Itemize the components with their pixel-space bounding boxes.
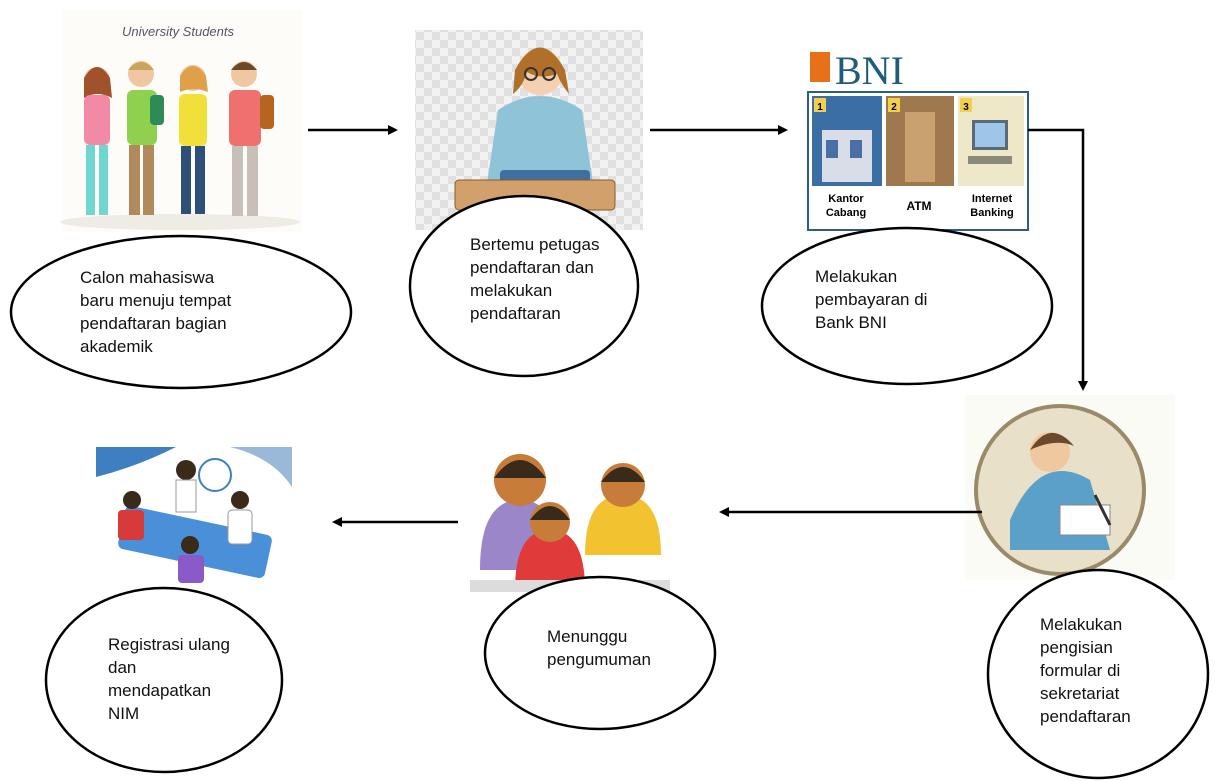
step1-line: akademik — [80, 337, 153, 356]
bank-panel-3-number: 3 — [963, 102, 969, 113]
step3-line: Bank BNI — [815, 313, 887, 332]
step1-node: Calon mahasiswa baru menuju tempat penda… — [9, 234, 353, 390]
step6-line: Registrasi ulang — [108, 635, 230, 654]
reregistration-illustration — [96, 447, 292, 587]
svg-text:Registrasi ulang dan: Registrasi ulang dan mendapatkan NIM — [108, 635, 235, 723]
students-illustration: University Students — [60, 10, 302, 232]
form-filling-illustration — [965, 395, 1175, 580]
step5-line: pengumuman — [547, 650, 651, 669]
step4-line: formular di — [1040, 661, 1120, 680]
student-figure — [84, 67, 112, 215]
svg-text:Melakukan pembayaran di: Melakukan pembayaran di Bank BNI — [815, 267, 932, 332]
students-caption: University Students — [122, 24, 234, 39]
step2-line: Bertemu petugas — [470, 235, 599, 254]
step4-line: pendaftaran — [1040, 707, 1131, 726]
step1-line: Calon mahasiswa — [80, 268, 215, 287]
step4-node: Melakukan pengisian formular di sekretar… — [986, 568, 1210, 780]
bank-panel-3-label-line2: Banking — [970, 207, 1013, 219]
step1-line: baru menuju tempat — [80, 291, 231, 310]
step2-line: melakukan — [470, 281, 552, 300]
step4-line: Melakukan — [1040, 615, 1122, 634]
step5-line: Menunggu — [547, 627, 627, 646]
step4-line: pengisian — [1040, 638, 1113, 657]
step2-line: pendaftaran — [470, 304, 561, 323]
step6-line: NIM — [108, 704, 139, 723]
svg-text:Menunggu pengumuman: Menunggu pengumuman — [547, 627, 651, 669]
arrow-step3-to-step4 — [1028, 128, 1088, 391]
bank-panel-1-label-line2: Cabang — [826, 207, 866, 219]
step3-line: pembayaran di — [815, 290, 927, 309]
student-figure — [127, 61, 164, 215]
svg-text:Calon mahasiswa baru men: Calon mahasiswa baru menuju tempat penda… — [80, 268, 236, 356]
bank-panel-2-label: ATM — [906, 199, 931, 213]
step4-line: sekretariat — [1040, 684, 1120, 703]
bni-logo-text: BNI — [835, 48, 904, 93]
step3-line: Melakukan — [815, 267, 897, 286]
bank-panel-2-number: 2 — [891, 102, 897, 113]
step6-line: mendapatkan — [108, 681, 211, 700]
bank-panel-1-number: 1 — [817, 102, 823, 113]
student-figure — [179, 65, 208, 214]
bank-panel-1-label-line1: Kantor — [828, 193, 864, 205]
step2-node: Bertemu petugas pendaftaran dan melakuka… — [408, 194, 640, 378]
bni-logo-mark — [810, 52, 830, 82]
step6-line: dan — [108, 658, 136, 677]
step3-node: Melakukan pembayaran di Bank BNI — [760, 226, 1054, 386]
step2-line: pendaftaran dan — [470, 258, 594, 277]
step6-node: Registrasi ulang dan mendapatkan NIM — [44, 586, 284, 774]
waiting-group-illustration — [463, 445, 685, 595]
svg-text:Melakukan pengisian: Melakukan pengisian formular di sekretar… — [1040, 615, 1131, 726]
bni-illustration: BNI 1 2 3 Kantor Cabang ATM Internet Ban… — [807, 48, 1029, 231]
svg-text:Bertemu petugas pendafta: Bertemu petugas pendaftaran dan melakuka… — [470, 235, 604, 323]
step5-node: Menunggu pengumuman — [483, 575, 717, 731]
step1-line: pendaftaran bagian — [80, 314, 227, 333]
student-figure — [229, 61, 274, 216]
bank-panel-3-label-line1: Internet — [972, 193, 1013, 205]
